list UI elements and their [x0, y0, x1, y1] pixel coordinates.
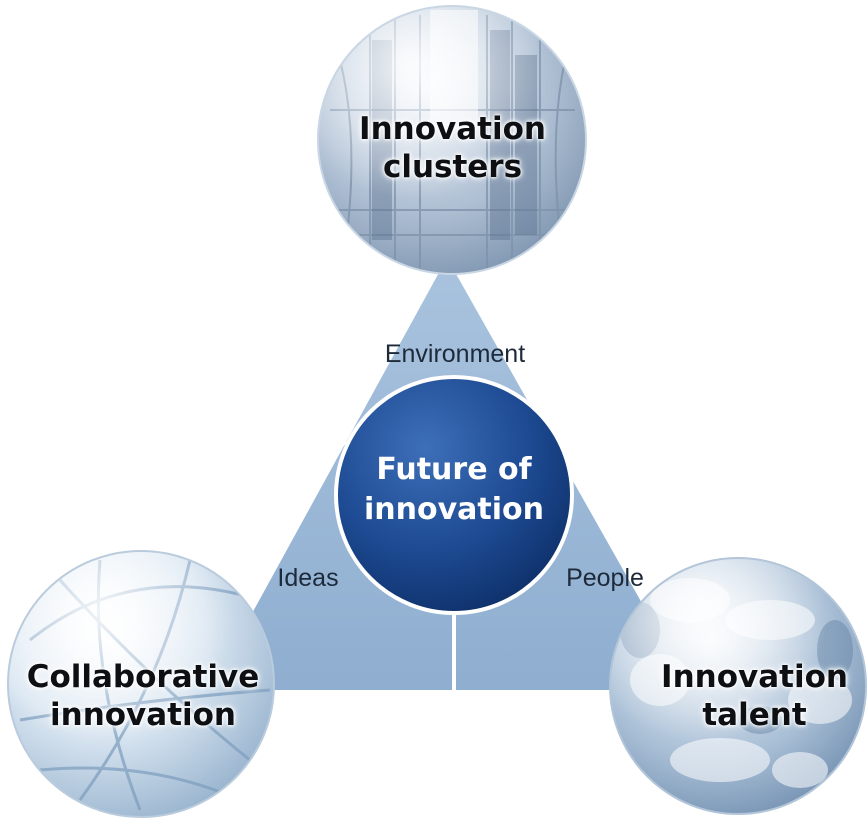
segment-label-people: People — [566, 564, 644, 592]
sphere-label-innovation-clusters: Innovation clusters — [359, 111, 546, 185]
segment-label-environment: Environment — [384, 340, 526, 368]
center-label: Future of innovation — [364, 452, 544, 527]
sphere-innovation-clusters — [317, 5, 587, 275]
sphere-innovation-talent — [609, 557, 867, 815]
segment-label-ideas: Ideas — [277, 564, 339, 592]
center-circle — [334, 375, 574, 615]
sphere-label-collaborative-innovation: Collaborative innovation — [26, 659, 260, 733]
sphere-collaborative-innovation — [7, 550, 275, 818]
sphere-label-innovation-talent: Innovation talent — [661, 659, 848, 733]
